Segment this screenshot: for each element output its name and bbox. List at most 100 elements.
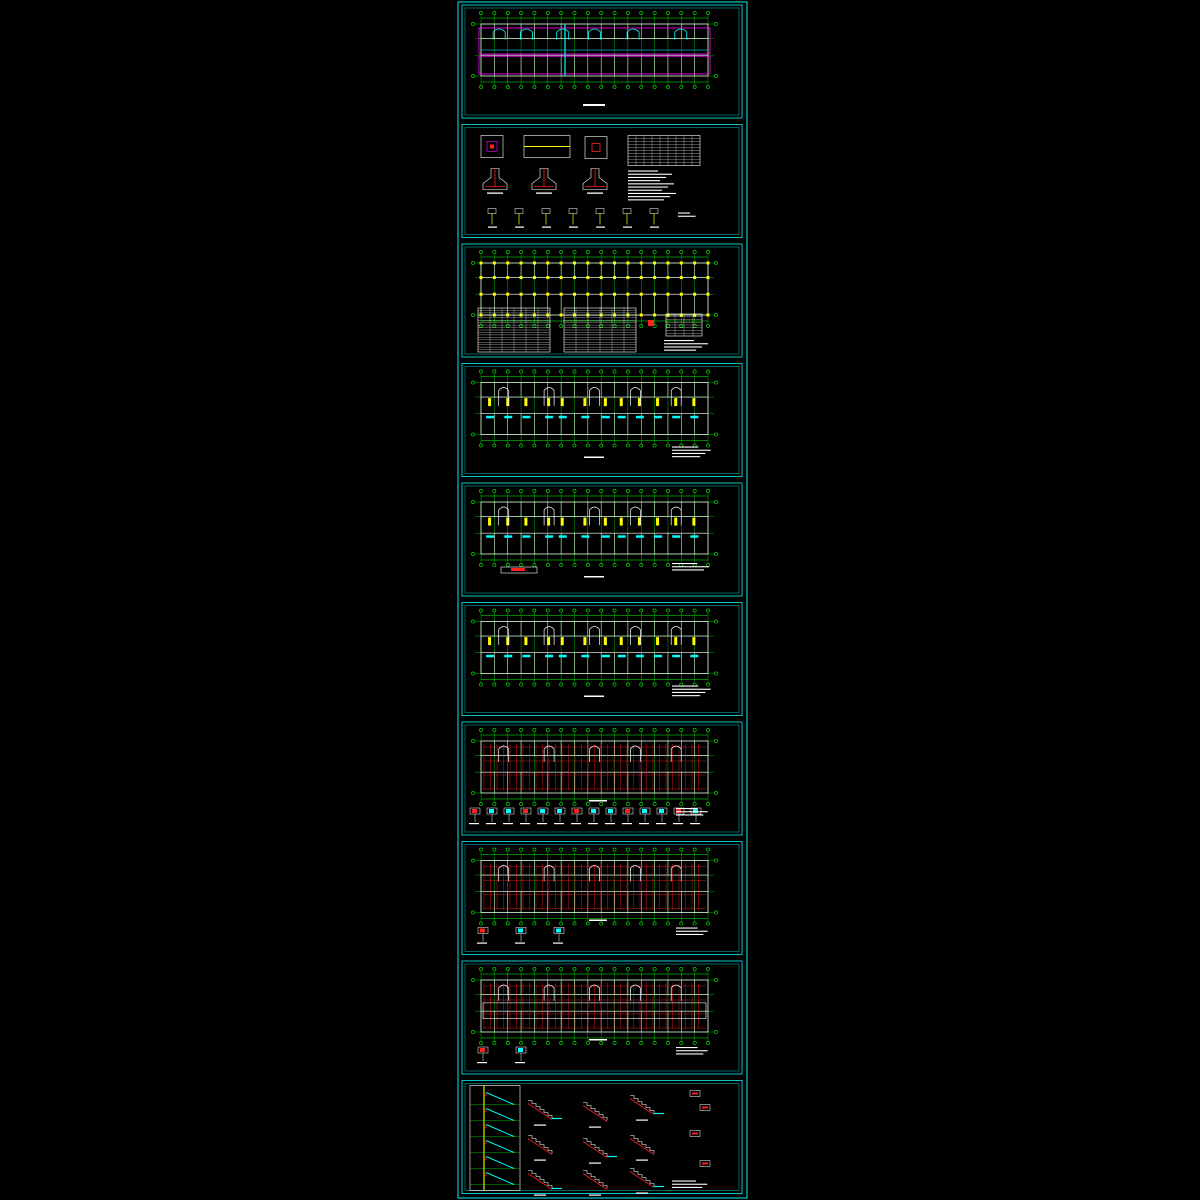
grid-bubble-top	[679, 489, 684, 493]
column-marker	[559, 292, 563, 296]
grid-bubble-bottom	[706, 324, 710, 328]
stair-opening	[589, 506, 600, 526]
stair-opening	[543, 626, 555, 645]
note-text-line	[676, 814, 704, 816]
beam-label-tag	[486, 535, 495, 538]
grid-bubble-top	[505, 11, 510, 15]
beam-label-tag	[690, 415, 699, 419]
column-marker	[506, 276, 510, 280]
sheet-border	[461, 1080, 743, 1194]
column-marker	[613, 261, 617, 265]
column-marker	[599, 261, 603, 265]
grid-bubble-bottom	[572, 921, 577, 926]
grid-bubble-top	[652, 728, 657, 732]
grid-bubble-top	[479, 847, 483, 852]
stair-well-outline	[626, 28, 640, 40]
beam-label-tag	[674, 517, 678, 526]
grid-bubble-bottom	[572, 1041, 577, 1045]
sheet-border	[461, 363, 743, 477]
beam-label-tag	[654, 535, 663, 538]
grid-bubble-left	[471, 380, 475, 385]
grid-bubble-bottom	[692, 802, 697, 806]
note-text-line	[678, 215, 696, 217]
section-detail-fill	[574, 809, 579, 813]
sheet-border	[461, 482, 743, 597]
column-marker	[492, 276, 496, 280]
grid-bubble-top	[666, 608, 670, 613]
grid-bubble-bottom	[692, 921, 697, 926]
sheet-inner-border	[464, 246, 740, 355]
beam-label-tag	[637, 517, 641, 526]
sheet-title-bar	[589, 919, 607, 921]
grid-bubble-bottom	[479, 921, 483, 926]
stair-section-steps	[528, 1100, 553, 1119]
note-text-line	[672, 691, 706, 693]
detail-caption-bar	[487, 192, 503, 194]
section-caption-bar	[571, 823, 581, 825]
grid-bubble-top	[519, 847, 523, 852]
section-detail-fill	[518, 1048, 523, 1052]
grid-bubble-bottom	[479, 443, 483, 448]
grid-bubble-bottom	[505, 1041, 510, 1045]
grid-bubble-bottom	[505, 443, 510, 448]
grid-bubble-bottom	[599, 682, 604, 687]
grid-bubble-top	[572, 847, 577, 852]
grid-bubble-bottom	[479, 563, 483, 567]
column-marker	[613, 276, 617, 280]
grid-bubble-bottom	[612, 802, 617, 806]
grid-bubble-right	[714, 910, 718, 915]
grid-bubble-bottom	[532, 802, 537, 806]
beam-label-tag	[522, 535, 531, 538]
grid-bubble-bottom	[519, 563, 523, 567]
grid-bubble-bottom	[652, 563, 657, 567]
grid-bubble-top	[572, 11, 577, 15]
grid-bubble-bottom	[545, 1041, 550, 1045]
beam-label-tag	[486, 654, 495, 658]
sheet-title-bar	[584, 456, 604, 458]
detail-caption-bar	[534, 1124, 546, 1126]
grid-bubble-left	[471, 858, 475, 863]
roof-parapet	[482, 1002, 707, 1019]
column-marker	[519, 292, 523, 296]
grid-bubble-top	[639, 11, 644, 15]
grid-bubble-top	[519, 369, 523, 374]
note-text-line	[664, 343, 708, 345]
grid-bubble-bottom	[625, 682, 630, 687]
detail-caption-bar	[589, 1194, 601, 1196]
note-text-line	[672, 688, 711, 690]
section-detail-fill	[693, 809, 698, 813]
column-marker	[506, 261, 510, 265]
grid-bubble-bottom	[585, 802, 590, 806]
grid-bubble-top	[706, 728, 710, 732]
grid-bubble-right	[714, 313, 718, 317]
sheet-8	[461, 841, 743, 955]
grid-bubble-bottom	[625, 85, 630, 89]
grid-bubble-bottom	[559, 563, 564, 567]
note-text-line	[672, 695, 701, 697]
grid-bubble-bottom	[679, 85, 684, 89]
column-marker	[599, 276, 603, 280]
column-marker	[679, 292, 683, 296]
grid-bubble-bottom	[572, 802, 577, 806]
grid-bubble-top	[559, 728, 564, 732]
grid-bubble-top	[585, 847, 590, 852]
grid-bubble-top	[545, 847, 550, 852]
outer-wall	[480, 262, 709, 316]
column-marker	[532, 261, 536, 265]
grid-bubble-bottom	[559, 1041, 564, 1045]
sheet-1	[461, 4, 743, 119]
grid-bubble-top	[519, 489, 523, 493]
grid-bubble-right	[714, 978, 718, 982]
grid-bubble-bottom	[625, 1041, 630, 1045]
grid-bubble-bottom	[599, 85, 604, 89]
grid-bubble-bottom	[519, 682, 523, 687]
stair-opening	[543, 506, 555, 526]
landing-detail	[689, 1130, 701, 1137]
column-marker	[479, 276, 483, 280]
grid-bubble-top	[492, 967, 497, 971]
stair-well-outline	[556, 28, 570, 40]
grid-bubble-bottom	[706, 1041, 710, 1045]
grid-bubble-bottom	[612, 563, 617, 567]
stair-opening	[670, 984, 682, 1001]
grid-bubble-top	[585, 967, 590, 971]
